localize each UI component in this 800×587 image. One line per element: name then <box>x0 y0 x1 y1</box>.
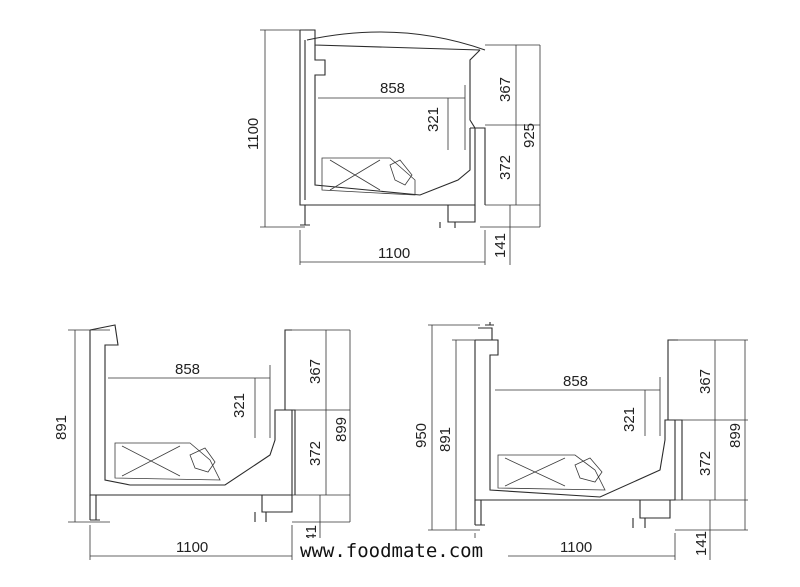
top-inner-depth-label: 321 <box>425 107 442 132</box>
bl-upper-section-label: 367 <box>307 359 324 384</box>
bl-inner-depth-label: 321 <box>231 393 248 418</box>
top-upper-section-label: 367 <box>497 77 514 102</box>
top-base-height-label: 141 <box>492 233 509 258</box>
br-height-label: 891 <box>437 427 454 452</box>
view-top: 858 321 1100 367 372 925 141 1100 <box>245 29 541 265</box>
watermark-bg <box>302 538 508 562</box>
br-lower-section-label: 372 <box>697 451 714 476</box>
br-right-height-label: 899 <box>727 423 744 448</box>
bl-lower-section-label: 372 <box>307 441 324 466</box>
top-width-label: 1100 <box>378 245 410 262</box>
watermark: www.foodmate.com <box>300 540 483 562</box>
br-base-height-label: 141 <box>693 531 710 556</box>
view-bottom-left: 858 321 891 367 372 899 141 1100 <box>53 324 351 560</box>
br-inner-width-label: 858 <box>563 373 588 390</box>
br-inner-depth-label: 321 <box>621 407 638 432</box>
bl-width-label: 1100 <box>176 539 208 556</box>
top-right-height-label: 925 <box>521 123 538 148</box>
top-height-label: 1100 <box>245 118 262 150</box>
br-outer-height-label: 950 <box>413 423 430 448</box>
bl-height-label: 891 <box>53 415 70 440</box>
view-bottom-right: 858 321 950 891 367 372 899 141 1100 <box>413 322 748 560</box>
top-lower-section-label: 372 <box>497 155 514 180</box>
bl-inner-width-label: 858 <box>175 361 200 378</box>
top-inner-width-label: 858 <box>380 80 405 97</box>
br-width-label: 1100 <box>560 539 592 556</box>
bl-right-height-label: 899 <box>333 417 350 442</box>
br-upper-section-label: 367 <box>697 369 714 394</box>
